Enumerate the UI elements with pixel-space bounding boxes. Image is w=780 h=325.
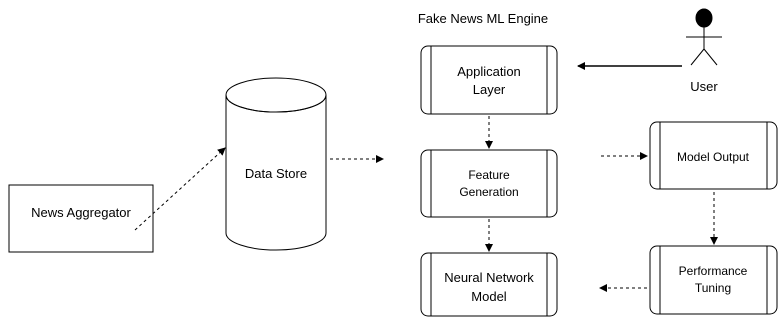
performance-tuning-box xyxy=(649,245,778,315)
news-aggregator-box xyxy=(8,184,154,253)
user-left-leg xyxy=(690,48,705,66)
feature-generation-label-line1: Feature xyxy=(468,168,510,182)
diagram-title: Fake News ML Engine xyxy=(418,11,548,26)
application-layer-node: Application Layer xyxy=(420,45,558,115)
neural-network-model-node: Neural Network Model xyxy=(420,252,558,317)
model-output-node: Model Output xyxy=(649,121,778,190)
data-store-top-rim xyxy=(225,94,327,113)
news-aggregator-label: News Aggregator xyxy=(31,205,131,220)
data-store-node: Data Store xyxy=(225,77,327,251)
user-right-leg xyxy=(703,48,718,66)
application-layer-label-line1: Application xyxy=(457,64,521,79)
performance-tuning-label-line2: Tuning xyxy=(695,281,731,295)
neural-network-model-label-line1: Neural Network xyxy=(444,270,534,285)
user-label: User xyxy=(690,79,718,94)
performance-tuning-node: Performance Tuning xyxy=(649,245,778,315)
feature-generation-box xyxy=(420,149,558,218)
neural-network-model-label-line2: Model xyxy=(471,289,507,304)
feature-generation-label-line2: Generation xyxy=(459,185,518,199)
application-layer-box xyxy=(420,45,558,115)
feature-generation-node: Feature Generation xyxy=(420,149,558,218)
edge-aggregator-to-datastore xyxy=(134,147,226,231)
data-store-label: Data Store xyxy=(245,166,307,181)
data-store-body xyxy=(225,95,327,251)
model-output-box xyxy=(649,121,778,190)
news-aggregator-node: News Aggregator xyxy=(8,184,154,253)
user-head-icon xyxy=(695,8,713,28)
performance-tuning-label-line1: Performance xyxy=(679,264,748,278)
model-output-label: Model Output xyxy=(677,150,750,164)
user-actor: User xyxy=(686,8,722,94)
application-layer-label-line2: Layer xyxy=(473,82,506,97)
neural-network-model-box xyxy=(420,252,558,317)
